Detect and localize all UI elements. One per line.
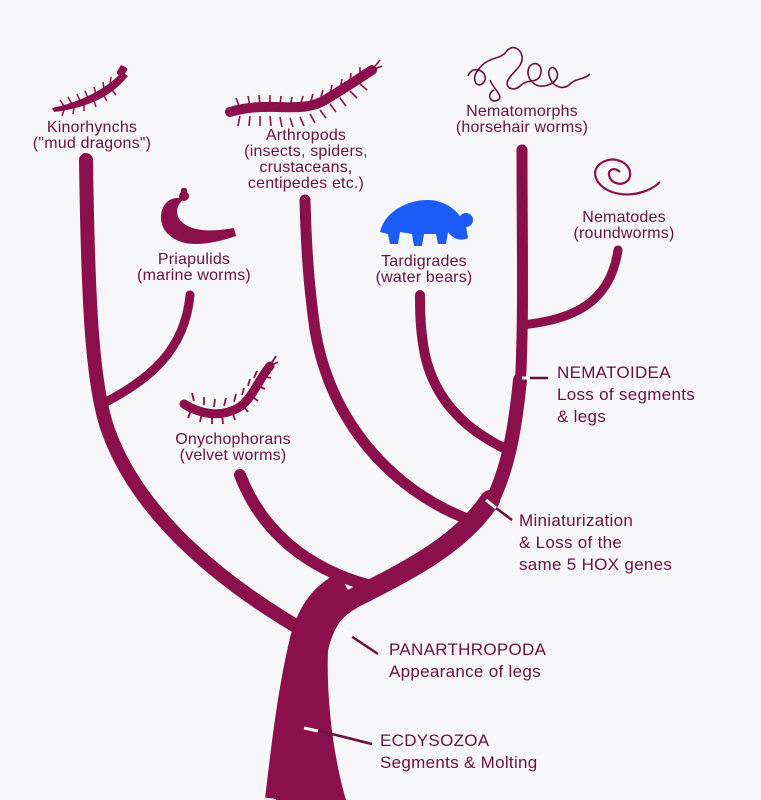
kinorhynch-icon [52,65,128,117]
tardigrade-branch [415,290,513,455]
roundworm-icon [594,158,661,196]
velvet-worm-icon [179,355,279,425]
taxon-label-nematodes: Nematodes(roundworms) [573,209,675,242]
panarthropoda-branch [330,490,500,615]
nematode-branch [517,245,623,330]
horsehair-worm-icon [467,46,591,102]
taxon-label-tardigrades: Tardigrades(water bears) [375,253,473,286]
nematoidea-branch [514,144,528,396]
taxon-label-arthropods: Arthropods(insects, spiders,crustaceans,… [244,127,368,192]
arthropod-branch [299,194,476,526]
priapulid-branch [95,290,195,410]
priapulid-icon [161,188,236,245]
trunk-base [276,650,346,800]
taxon-label-kinorhynchs: Kinorhynchs("mud dragons") [32,119,152,152]
ecdysozoa-connector [307,726,373,746]
centipede-icon [225,59,383,128]
taxon-label-onychophorans: Onychophorans(velvet worms) [175,431,291,464]
taxon-label-nematomorphs: Nematomorphs(horsehair worms) [455,103,589,136]
onychophoran-branch [234,469,386,594]
left-clade-branch [79,153,327,647]
taxon-label-priapulids: Priapulids(marine worms) [137,251,251,284]
water-bear-icon [380,200,473,246]
